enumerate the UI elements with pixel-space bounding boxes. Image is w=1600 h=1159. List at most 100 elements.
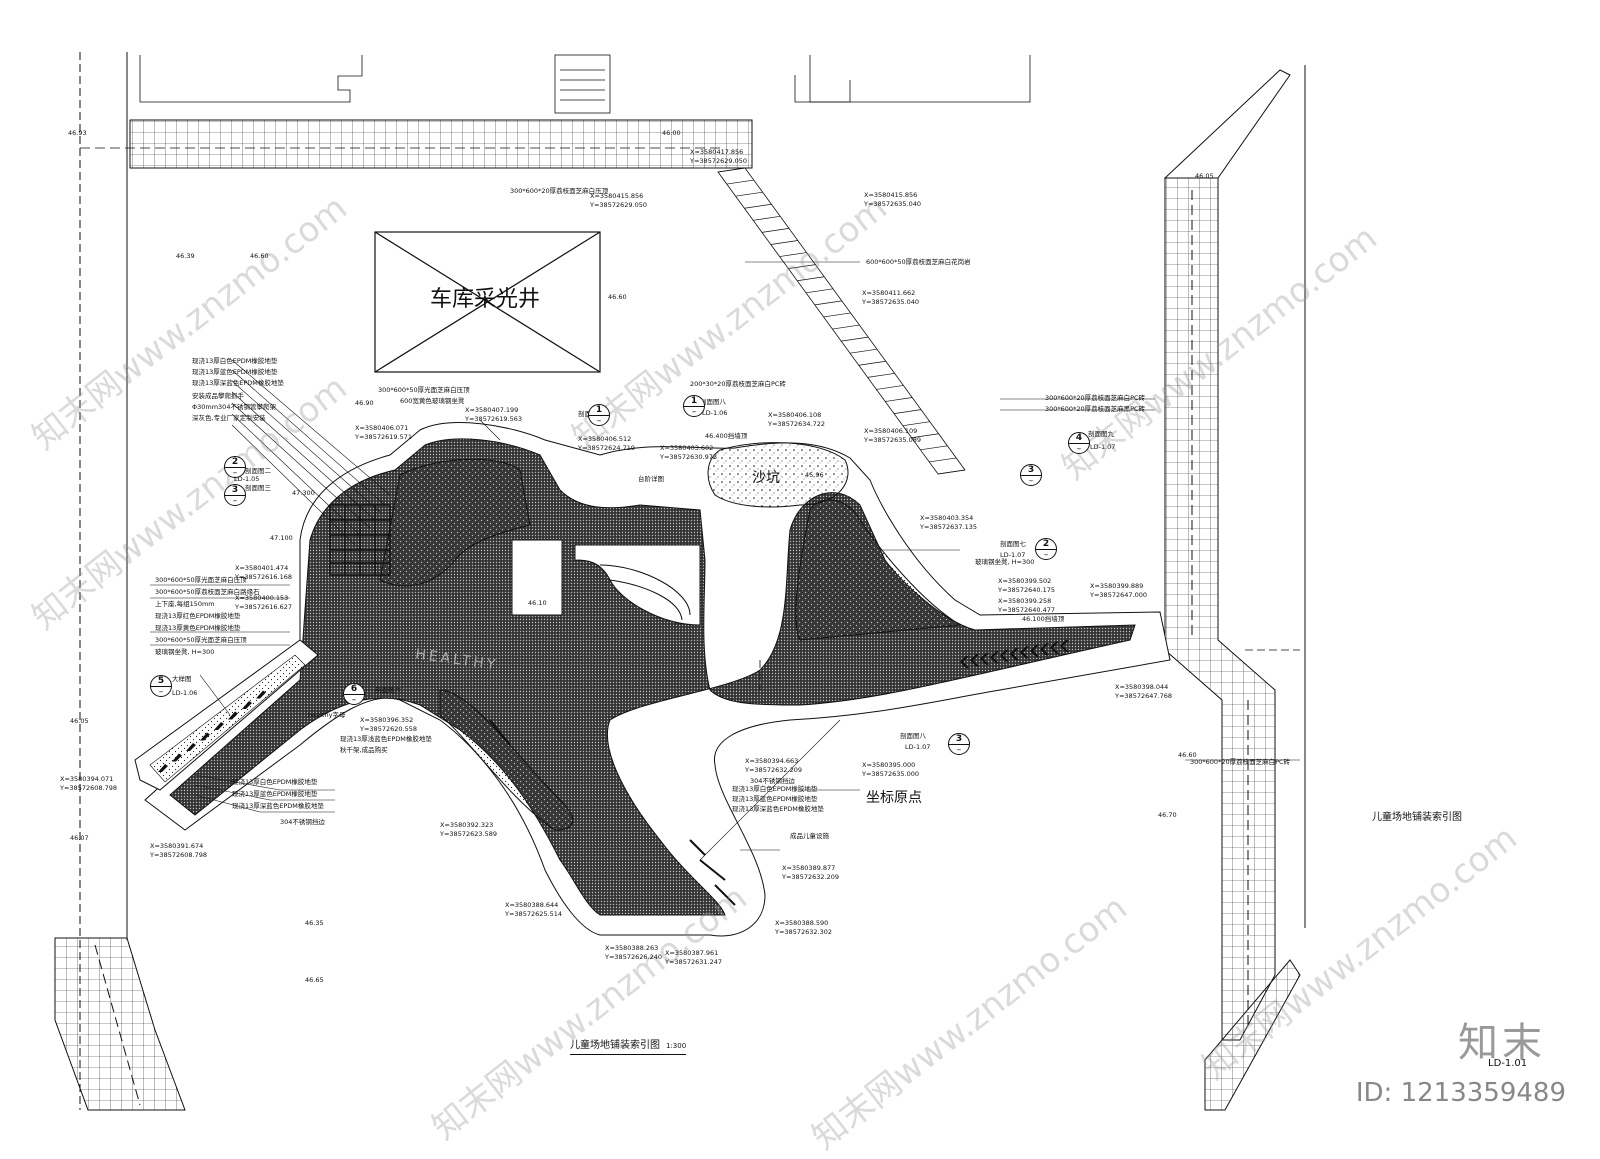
coordinate: X=3580399.258	[998, 597, 1052, 605]
section-callout[interactable]: 2–	[1035, 538, 1057, 560]
section-callout[interactable]: 5–	[150, 675, 172, 697]
paving-joint	[920, 445, 948, 451]
coordinate: X=3580388.263	[605, 944, 659, 952]
material-note: healthy字母	[308, 711, 346, 719]
material-note: 200*30*20厚荔枝面芝麻白PC砖	[690, 380, 786, 388]
material-note: 304不锈钢挡边	[750, 777, 795, 785]
direction-chevron	[158, 764, 168, 772]
coordinate: X=3580400.153	[235, 594, 289, 602]
elevation: 46.90	[355, 399, 374, 407]
coordinate: X=3580406.071	[355, 424, 409, 432]
section-callout[interactable]: 2–	[224, 456, 246, 478]
section-callout[interactable]: 1–	[588, 404, 610, 426]
elevation: 46.10	[528, 599, 547, 607]
coordinate: X=3580394.071	[60, 775, 114, 783]
elevation: 46.60	[250, 252, 269, 260]
material-note: 现浇13厚深蓝色EPDM橡胶地垫	[192, 379, 284, 387]
paving-joint	[858, 360, 886, 366]
direction-chevron	[970, 654, 979, 667]
paving-joint	[937, 469, 966, 475]
coordinate: X=3580394.663	[745, 757, 799, 765]
coordinate: Y=38572632.209	[782, 873, 839, 881]
coordinate: Y=38572640.477	[998, 606, 1055, 614]
elevation: 46.60	[1178, 751, 1197, 759]
direction-chevron	[1030, 644, 1039, 657]
coordinate: X=3580398.044	[1115, 683, 1169, 691]
section-callout[interactable]: 6–	[343, 683, 365, 705]
direction-chevron	[186, 743, 196, 751]
elevation: 46.60	[608, 293, 627, 301]
coordinate: X=3580392.323	[440, 821, 494, 829]
coordinate: Y=38572632.302	[775, 928, 832, 936]
coordinate: X=3580403.602	[660, 444, 714, 452]
elevation: 47.300	[292, 489, 315, 497]
material-note: 现浇13厚蓝色EPDM橡胶地垫	[732, 795, 818, 803]
building-outline	[139, 54, 1031, 114]
coordinate: Y=38572635.089	[864, 436, 921, 444]
coordinate: X=3580417.856	[690, 148, 744, 156]
section-label: 剖面图六	[375, 686, 401, 694]
material-note: 300*600*50厚光面芝麻白压顶	[378, 386, 470, 394]
right-paving-walk	[1163, 69, 1291, 1041]
elevation: 46.35	[305, 919, 324, 927]
coordinate: X=3580395.000	[862, 761, 916, 769]
elevation: 46.93	[68, 129, 87, 137]
section-callout[interactable]: 3–	[1020, 464, 1042, 486]
callout-ref: LD-1.07	[1090, 443, 1116, 451]
elevation: 46.65	[305, 976, 324, 984]
material-note: 深灰色,专业厂家定制安装	[192, 414, 266, 422]
site-plan-drawing	[54, 52, 1306, 1111]
elevation: 46.05	[1195, 172, 1214, 180]
material-note: 300*600*50厚光面芝麻白压顶	[155, 636, 247, 644]
direction-chevron	[990, 651, 999, 664]
material-note: 300*600*20厚荔枝面芝麻白PC砖	[1045, 394, 1146, 402]
paving-joint	[814, 300, 842, 306]
section-callout[interactable]: 3–	[224, 484, 246, 506]
garage-skylight	[374, 231, 601, 373]
direction-chevron	[1000, 649, 1009, 662]
paving-joint	[893, 409, 922, 414]
material-note: 现浇13厚红色EPDM橡胶地垫	[155, 612, 241, 620]
side-title: 儿童场地铺装索引图	[1372, 812, 1462, 823]
paving-joint	[770, 240, 798, 245]
coordinate: Y=38572635.040	[862, 298, 919, 306]
material-note: 现浇13厚蓝色EPDM橡胶地垫	[232, 790, 318, 798]
paving-joint	[744, 203, 772, 209]
coordinate: X=3580415.856	[590, 192, 644, 200]
coordinate: X=3580406.108	[768, 411, 822, 419]
coordinate: Y=38572625.514	[505, 910, 562, 918]
coordinate: X=3580388.590	[775, 919, 829, 927]
section-label: 剖面图八	[900, 732, 926, 740]
section-callout[interactable]: 1–	[683, 395, 705, 417]
elevation: 46.07	[70, 834, 89, 842]
material-note: 300*600*50厚荔枝面芝麻白路缘石	[155, 588, 260, 596]
material-note: 现浇13厚蓝色EPDM橡胶地垫	[192, 368, 278, 376]
bottom-right-paving	[1204, 959, 1301, 1111]
section-callout[interactable]: 4–	[1068, 432, 1090, 454]
material-note: 300*600*20厚荔枝面芝麻黑PC砖	[1045, 405, 1146, 413]
direction-chevron	[200, 732, 210, 741]
material-note: 600宽黄色玻璃钢坐凳	[400, 397, 465, 405]
origin-label: 坐标原点	[866, 790, 922, 806]
material-note: 300*600*50厚光面芝麻白压顶	[155, 576, 247, 584]
coordinate: Y=38572632.209	[745, 766, 802, 774]
section-label: 剖面图三	[245, 484, 271, 492]
paving-joint	[753, 215, 781, 221]
direction-chevron	[1020, 646, 1029, 659]
section-callout[interactable]: 3–	[948, 733, 970, 755]
material-note: 现浇13厚白色EPDM橡胶地垫	[732, 785, 818, 793]
coordinate: X=3580415.856	[864, 191, 918, 199]
direction-chevron	[228, 711, 238, 720]
coordinate: X=3580387.961	[665, 949, 719, 957]
section-label: 剖面图八	[700, 398, 726, 406]
playground-main	[144, 422, 1171, 937]
coordinate: Y=38572647.000	[1090, 591, 1147, 599]
direction-chevron	[980, 652, 989, 665]
callout-ref: LD-1.06	[702, 409, 728, 417]
callout-ref: LD-1.07	[905, 743, 931, 751]
elevation: 46.39	[176, 252, 195, 260]
material-note: 上下座,每组150mm	[155, 600, 215, 608]
callout-ref: LD-1.05	[234, 475, 260, 483]
section-label: 剖面图九	[1088, 430, 1114, 438]
coordinate: X=3580396.352	[360, 716, 414, 724]
